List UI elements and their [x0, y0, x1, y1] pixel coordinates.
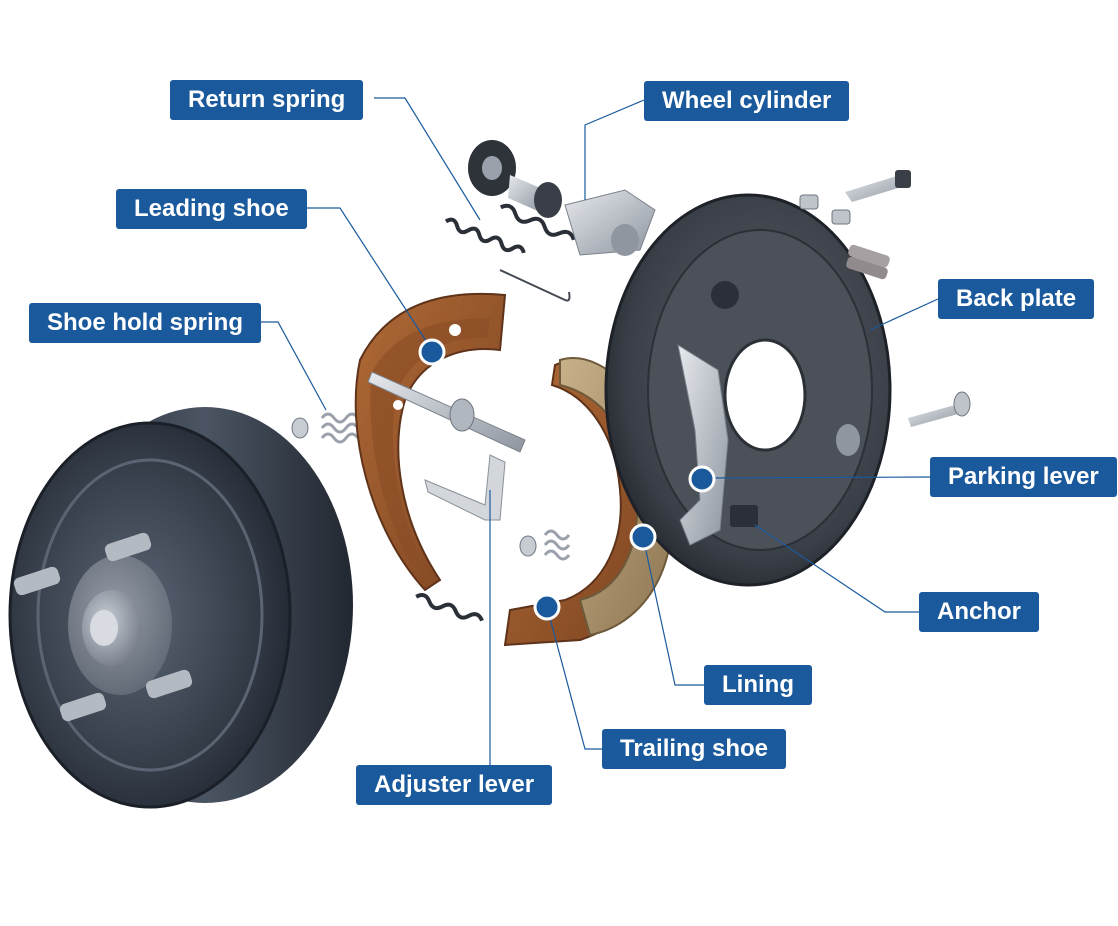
bleeder-screw-icon	[845, 170, 911, 202]
label-wheel-cylinder: Wheel cylinder	[644, 81, 850, 121]
leader-parking-lever	[701, 476, 931, 479]
wheel-stud-icon	[104, 532, 152, 562]
return-spring-lower	[415, 593, 484, 622]
marker-lining	[629, 523, 657, 551]
brake-drum	[8, 407, 353, 809]
label-anchor: Anchor	[919, 592, 1039, 632]
leader-anchor	[754, 524, 919, 613]
label-lining: Lining	[704, 665, 812, 705]
leader-return-spring	[374, 97, 481, 221]
marker-parking-lever	[688, 465, 716, 493]
marker-leading-shoe	[418, 338, 446, 366]
adjuster-strut	[367, 371, 526, 453]
leading-shoe	[354, 292, 507, 592]
wheel-stud-icon	[59, 692, 107, 722]
wheel-stud-icon	[13, 566, 61, 596]
clip-icon	[846, 244, 890, 280]
leader-back-plate	[869, 298, 939, 331]
label-parking-lever: Parking lever	[930, 457, 1117, 497]
leader-shoe-hold-spring	[258, 321, 327, 411]
leader-lining	[642, 536, 704, 686]
back-plate-part	[604, 193, 892, 587]
wheel-cylinder-part	[468, 140, 656, 256]
leader-wheel-cylinder	[584, 99, 645, 200]
shoe-hold-spring-hardware-2	[519, 529, 571, 561]
leader-lines	[258, 97, 939, 765]
label-trailing-shoe: Trailing shoe	[602, 729, 787, 769]
label-adjuster-lever: Adjuster lever	[356, 765, 553, 805]
marker-trailing-shoe	[533, 593, 561, 621]
bolt-icon	[799, 194, 851, 225]
adjuster-lever-part	[424, 454, 506, 521]
return-spring-upper	[444, 203, 576, 302]
shoe-hold-spring-hardware	[291, 412, 360, 444]
label-shoe-hold-spring: Shoe hold spring	[29, 303, 261, 343]
wheel-stud-icon	[145, 669, 193, 699]
leader-leading-shoe	[304, 207, 433, 351]
leader-trailing-shoe	[546, 606, 602, 750]
pin-icon	[908, 391, 971, 427]
label-return-spring: Return spring	[170, 80, 364, 120]
label-leading-shoe: Leading shoe	[116, 189, 307, 229]
label-back-plate: Back plate	[938, 279, 1095, 319]
